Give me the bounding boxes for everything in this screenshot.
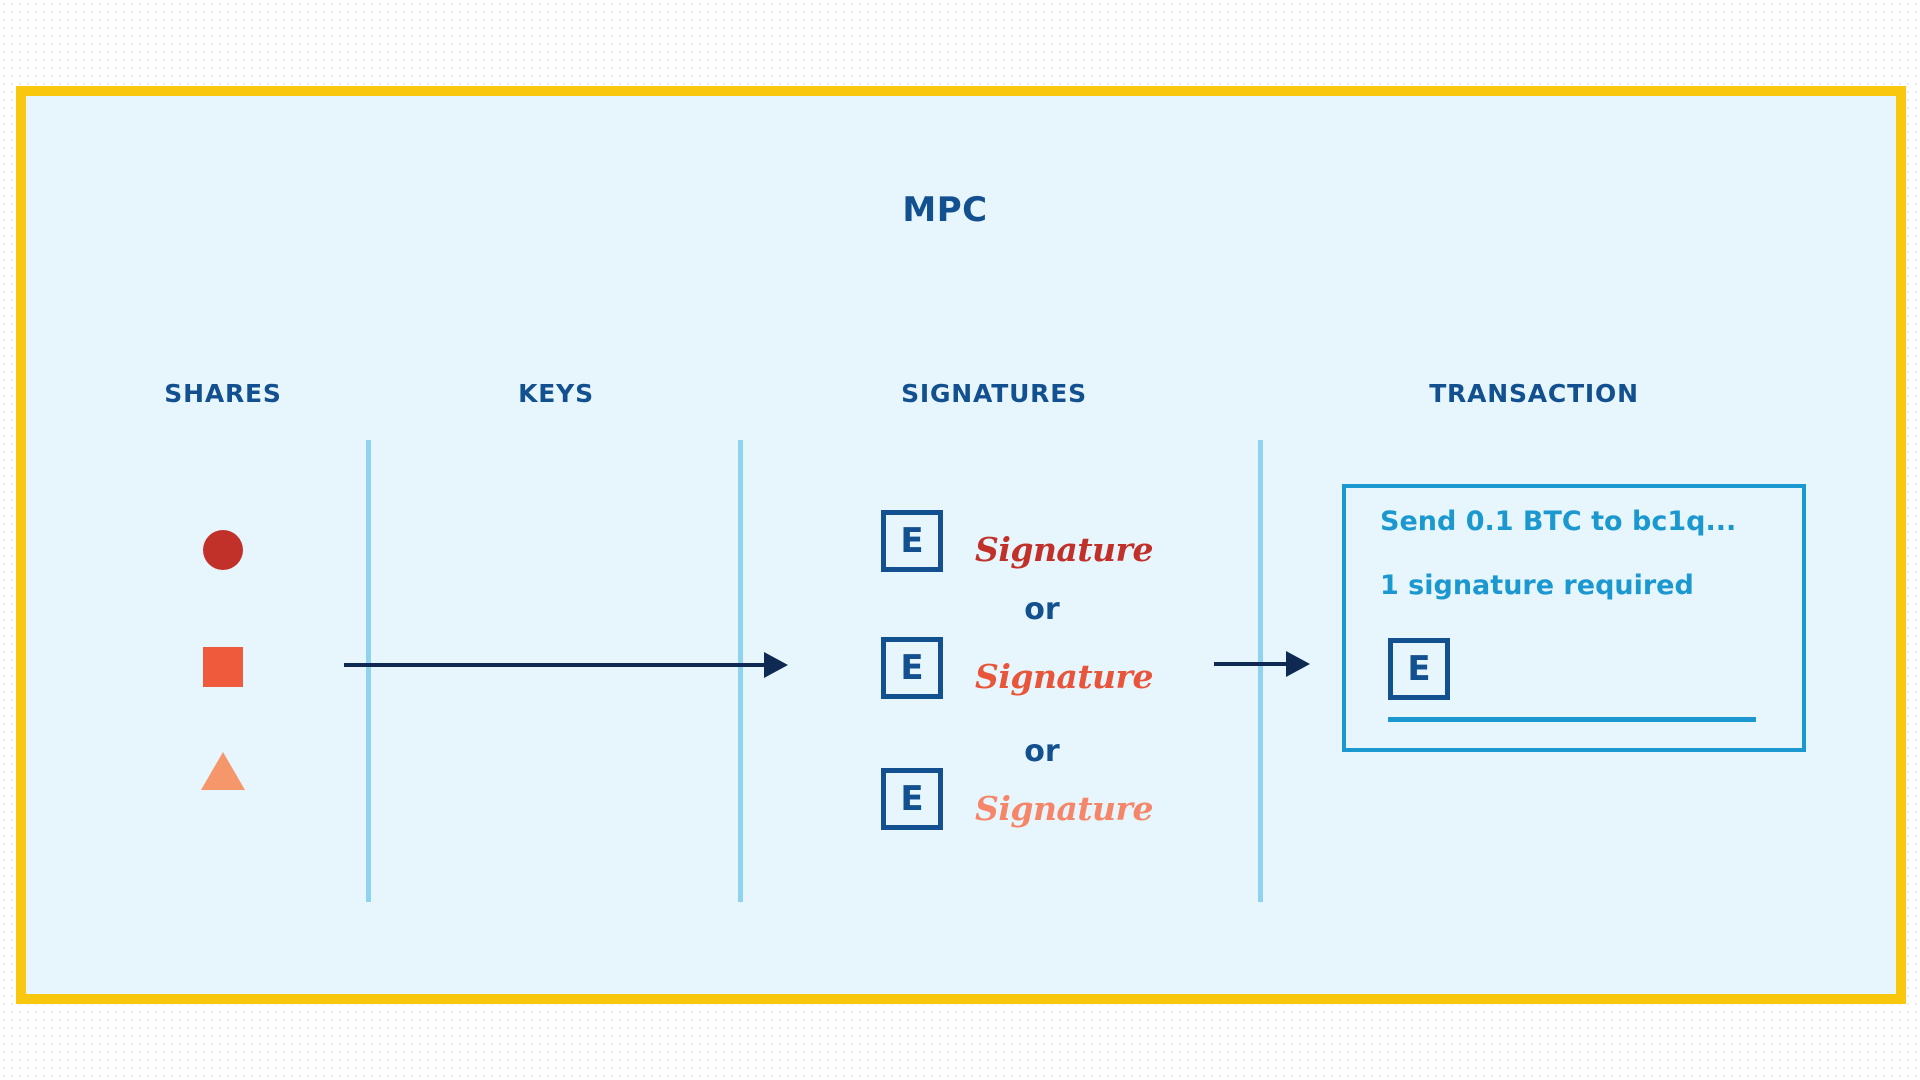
- transaction-requirement: 1 signature required: [1380, 570, 1694, 601]
- column-divider-1: [366, 440, 371, 902]
- transaction-signature-line: [1388, 717, 1756, 722]
- or-separator: or: [1024, 734, 1060, 769]
- diagram-title: MPC: [902, 190, 988, 230]
- share-circle-icon: [203, 530, 243, 570]
- or-separator: or: [1024, 592, 1060, 627]
- signature-text: Signature: [975, 530, 1153, 569]
- column-header-keys: KEYS: [518, 379, 594, 408]
- key-e-icon: E: [881, 768, 943, 830]
- signature-text: Signature: [975, 789, 1153, 828]
- key-e-icon: E: [881, 510, 943, 572]
- column-header-signatures: SIGNATURES: [901, 379, 1087, 408]
- column-divider-3: [1258, 440, 1263, 902]
- share-square-icon: [203, 647, 243, 687]
- transaction-box: [1342, 484, 1806, 752]
- transaction-description: Send 0.1 BTC to bc1q...: [1380, 506, 1737, 537]
- share-triangle-icon: [201, 752, 245, 790]
- column-divider-2: [738, 440, 743, 902]
- key-e-icon: E: [881, 637, 943, 699]
- signature-text: Signature: [975, 657, 1153, 696]
- transaction-key-e-icon: E: [1388, 638, 1450, 700]
- column-header-shares: SHARES: [164, 379, 282, 408]
- column-header-transaction: TRANSACTION: [1429, 379, 1639, 408]
- diagram-frame: [16, 86, 1906, 1004]
